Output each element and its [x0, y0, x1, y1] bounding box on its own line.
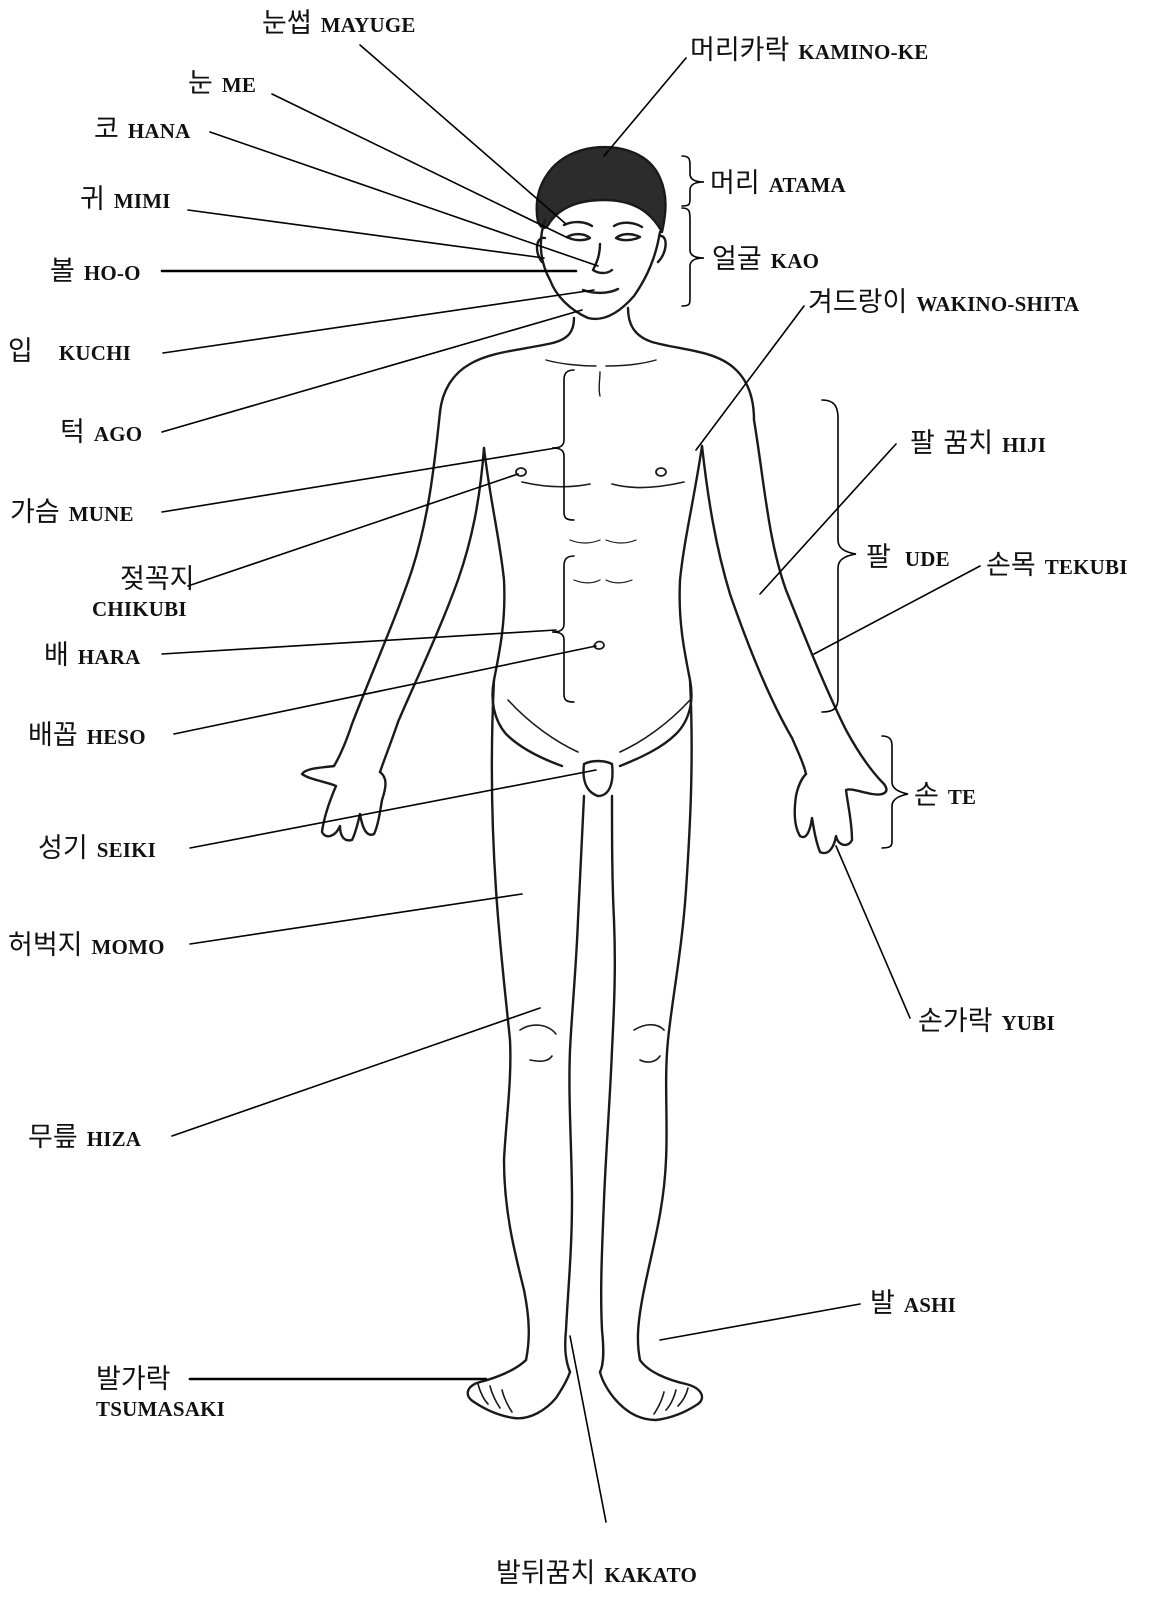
clavicles: [546, 360, 656, 366]
leader-kuchi: [163, 290, 594, 353]
abs: [570, 540, 636, 583]
bracket-belly: [552, 556, 574, 702]
torso-right: [620, 446, 702, 766]
leader-mune: [162, 448, 556, 512]
torso-left: [484, 448, 562, 766]
arm-left-inner: [380, 448, 484, 772]
arm-left-outer: [334, 412, 440, 766]
nose: [593, 244, 612, 273]
leg-right-inner: [600, 796, 615, 1372]
eye-left: [567, 234, 590, 240]
leg-right-outer: [638, 680, 692, 1360]
bracket-chest: [552, 370, 574, 520]
navel: [594, 642, 604, 650]
groin-right: [620, 700, 690, 752]
leader-ashi: [660, 1304, 860, 1340]
leader-wakino: [696, 306, 804, 450]
leader-me: [272, 94, 568, 238]
leader-lines: [162, 45, 980, 1522]
leg-left-inner: [565, 796, 584, 1372]
brow-left: [564, 222, 592, 226]
foot-left: [468, 1360, 570, 1418]
leader-heso: [174, 646, 596, 734]
nipple-right: [656, 468, 666, 476]
eye-right: [616, 234, 640, 240]
leg-left-outer: [492, 680, 529, 1360]
leader-mimi: [188, 210, 544, 258]
bracket-ude: [822, 400, 856, 712]
leader-kaminoke: [604, 58, 686, 156]
face-outline: [541, 220, 660, 319]
leader-kakato: [570, 1336, 606, 1522]
leader-hara: [162, 630, 556, 654]
arm-right-inner: [702, 446, 806, 774]
arm-right-outer: [754, 420, 884, 784]
sternum: [599, 372, 600, 396]
leader-yubi: [836, 846, 910, 1018]
leader-momo: [190, 894, 522, 944]
neck-shoulder-right: [628, 308, 754, 420]
leader-tekubi: [814, 566, 980, 654]
bracket-atama: [682, 156, 704, 206]
knee-right: [634, 1025, 664, 1062]
leader-mayuge: [360, 45, 566, 224]
knee-left: [520, 1025, 556, 1061]
genitals: [584, 761, 613, 796]
hand-right: [795, 774, 887, 853]
hand-left: [302, 766, 386, 840]
chest-line: [522, 482, 684, 488]
body-outline: [302, 147, 886, 1420]
leader-hiza: [172, 1008, 540, 1136]
leader-chikubi: [188, 474, 518, 586]
toes-right: [654, 1388, 688, 1414]
leader-seiki: [190, 770, 596, 848]
bracket-kao: [682, 208, 704, 306]
leader-ago: [162, 310, 582, 432]
brow-right: [614, 223, 642, 227]
hair: [537, 147, 666, 232]
